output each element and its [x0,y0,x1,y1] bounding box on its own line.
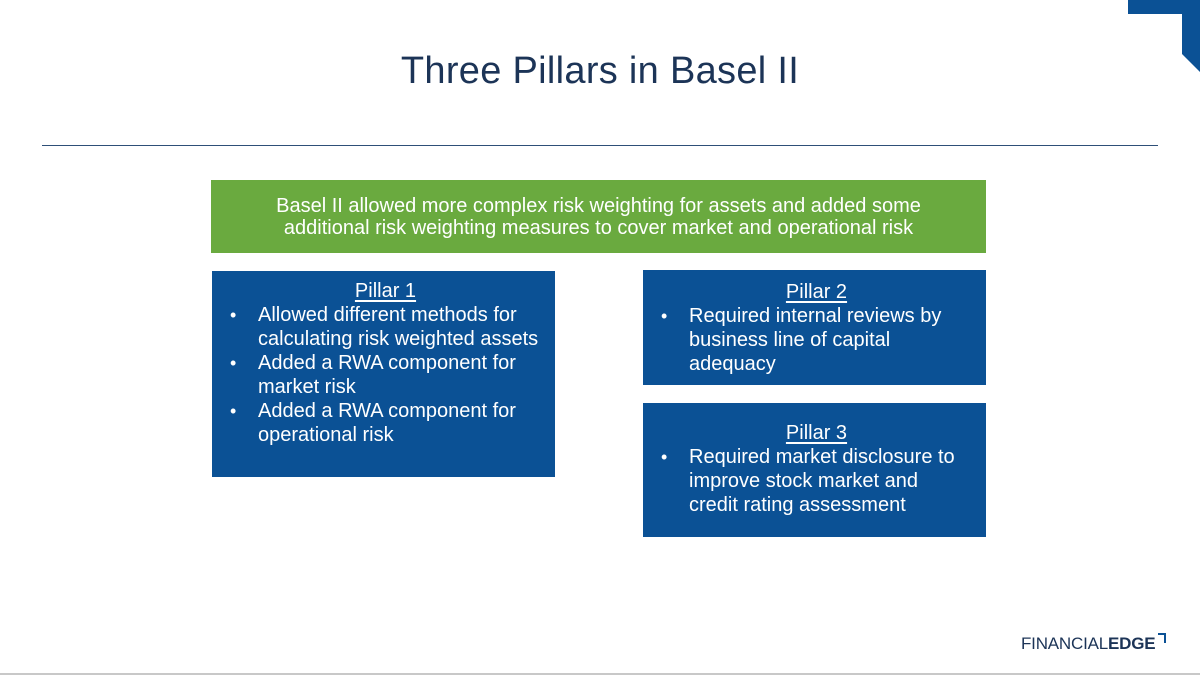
corner-accent-icon [1128,0,1200,72]
pillar-3-title: Pillar 3 [785,422,848,444]
pillar-2-title: Pillar 2 [785,281,848,303]
pillar-1-list: Allowed different methods for calculatin… [230,303,541,447]
slide-title: Three Pillars in Basel II [400,50,800,92]
pillar-2-bullet: Required internal reviews by business li… [661,304,972,376]
logo-text-light: FINANCIAL [1021,634,1108,653]
pillar-3-bullet: Required market disclosure to improve st… [661,445,972,517]
footer-line [0,673,1200,675]
summary-box: Basel II allowed more complex risk weigh… [211,180,986,253]
pillar-2-list: Required internal reviews by business li… [661,304,972,376]
pillar-2-box: Pillar 2 Required internal reviews by bu… [643,270,986,385]
pillar-1-bullet: Added a RWA component for operational ri… [230,399,541,447]
summary-text: Basel II allowed more complex risk weigh… [276,194,921,239]
logo-mark-icon [1158,633,1167,643]
pillar-1-box: Pillar 1 Allowed different methods for c… [212,271,555,477]
logo-text-bold: EDGE [1108,634,1156,653]
pillar-1-bullet: Added a RWA component for market risk [230,351,541,399]
pillar-3-box: Pillar 3 Required market disclosure to i… [643,403,986,537]
pillar-1-title: Pillar 1 [354,280,417,302]
pillar-1-bullet: Allowed different methods for calculatin… [230,303,541,351]
title-divider [42,145,1158,146]
pillar-3-list: Required market disclosure to improve st… [661,445,972,517]
